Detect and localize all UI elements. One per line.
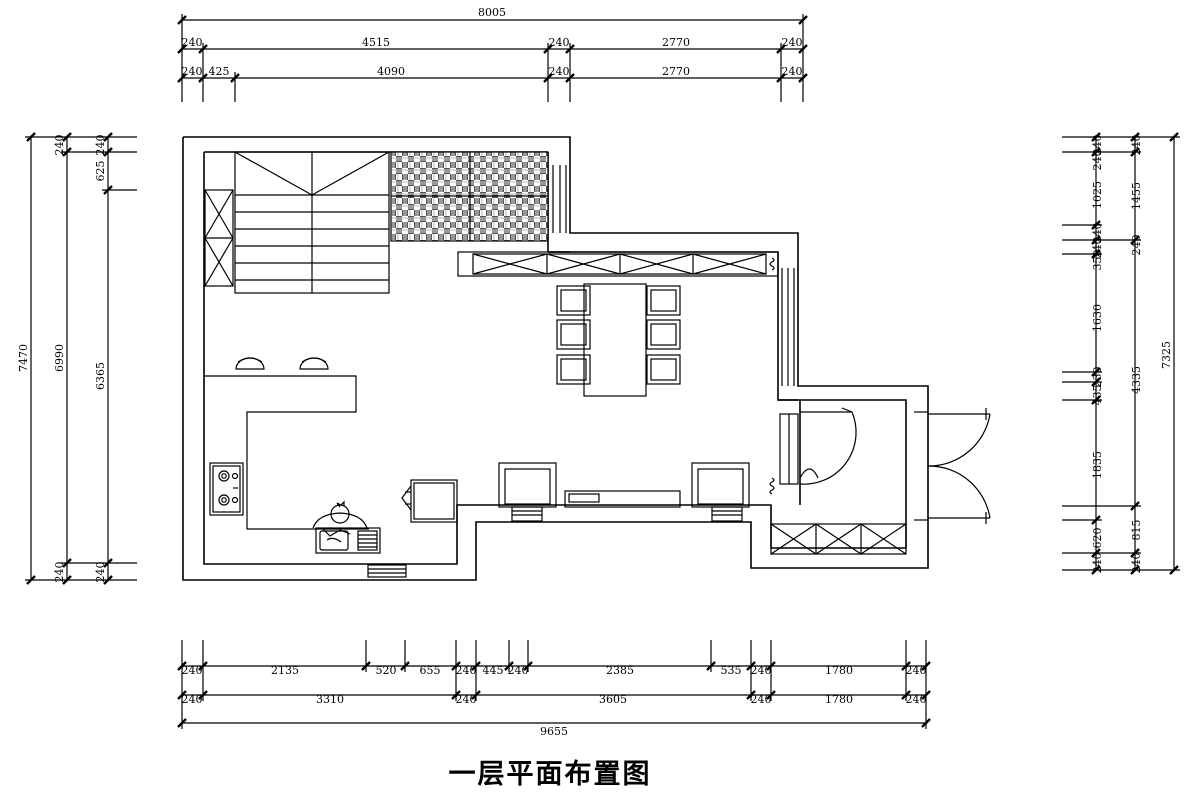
bottom-dimensions: 240 2135 520 655 240 445 240 2385 535 24…: [177, 640, 931, 738]
dim-left-r2: 6365: [94, 362, 107, 390]
dim-right-r2: 240: [1130, 235, 1143, 256]
dim-right-r2: 1455: [1130, 182, 1143, 210]
dim-bottom-r2: 240: [906, 693, 927, 706]
chair: [556, 354, 591, 385]
left-dimensions: 7470 240 6990 240 240 625 6365 240: [17, 132, 137, 585]
dim-bottom-r1: 445: [483, 664, 504, 677]
bar-stool: [299, 357, 329, 370]
dim-top-r2: 4090: [377, 65, 405, 78]
bar-stool: [235, 357, 265, 370]
dim-bottom-r2: 240: [182, 693, 203, 706]
dim-bottom-r1: 240: [508, 664, 529, 677]
dim-top-r2: 240: [782, 65, 803, 78]
armchair-right: [691, 462, 750, 522]
dim-bottom-r2: 3310: [316, 693, 344, 706]
dim-right-r1: 1025: [1091, 181, 1104, 209]
dim-right-r1: 240: [1091, 135, 1104, 156]
dim-bottom-r2: 240: [456, 693, 477, 706]
dim-left-r2: 240: [94, 562, 107, 583]
dim-top-r2: 425: [209, 65, 230, 78]
right-dimensions: 240 240 1025 240 350 240 1630 230 435 18…: [1062, 132, 1180, 575]
kitchen-sink: [315, 527, 381, 554]
dim-right-r1: 230: [1091, 367, 1104, 388]
windows: [367, 165, 795, 578]
dim-bottom-r1: 1780: [825, 664, 853, 677]
stove: [209, 462, 244, 516]
dim-bottom-total: 9655: [540, 725, 568, 738]
dim-right-r1: 1835: [1091, 451, 1104, 479]
dining-chairs: [556, 285, 681, 385]
dim-right-r1: 435: [1091, 385, 1104, 406]
tiled-floor: [390, 151, 549, 242]
dim-bottom-r2: 3605: [599, 693, 627, 706]
walls: [182, 136, 929, 581]
dim-right-r1: 620: [1091, 528, 1104, 549]
dim-right-r2: 4335: [1130, 366, 1143, 394]
dim-bottom-r1: 2385: [606, 664, 634, 677]
dim-bottom-r1: 240: [906, 664, 927, 677]
dim-bottom-r1: 240: [182, 664, 203, 677]
chair: [556, 319, 591, 350]
dim-right-r1: 1630: [1091, 304, 1104, 332]
dim-left-r1: 240: [53, 562, 66, 583]
dim-right-r1: 350: [1091, 250, 1104, 271]
storage-cabinet: [204, 189, 234, 287]
dim-bottom-r1: 240: [456, 664, 477, 677]
dim-right-r2: 815: [1130, 520, 1143, 541]
chair: [646, 285, 681, 316]
tv-cabinet: [564, 490, 681, 508]
dim-top-r1: 240: [549, 36, 570, 49]
window-north: [552, 165, 567, 233]
dim-bottom-r1: 2135: [271, 664, 299, 677]
radiator: [769, 477, 775, 495]
dim-right-r2: 240: [1130, 135, 1143, 156]
dim-bottom-r2: 240: [751, 693, 772, 706]
dim-top-r1: 2770: [662, 36, 690, 49]
dim-top-r2: 240: [182, 65, 203, 78]
dim-top-r1: 240: [782, 36, 803, 49]
dim-left-r1: 240: [53, 135, 66, 156]
dim-right-total: 7325: [1160, 341, 1173, 369]
dim-top-r1: 4515: [362, 36, 390, 49]
chair: [646, 319, 681, 350]
dim-right-r1: 240: [1091, 150, 1104, 171]
dim-left-r1: 6990: [53, 344, 66, 372]
bar-stools: [235, 357, 329, 370]
interior-door: [799, 407, 857, 485]
dim-left-r2: 240: [94, 135, 107, 156]
drawing-title: 一层平面布置图: [448, 759, 652, 790]
dim-right-r1: 240: [1091, 238, 1104, 259]
dim-bottom-r1: 655: [420, 664, 441, 677]
armchair-left: [498, 462, 557, 522]
dim-bottom-r1: 240: [751, 664, 772, 677]
chair: [556, 285, 591, 316]
dim-top-r1: 240: [182, 36, 203, 49]
dim-left-r2: 625: [94, 161, 107, 182]
window-east: [781, 268, 795, 386]
wall-cabinet: [457, 251, 779, 277]
dim-bottom-r2: 1780: [825, 693, 853, 706]
dim-right-r1: 240: [1091, 223, 1104, 244]
dim-left-total: 7470: [17, 344, 30, 372]
dim-right-r2: 240: [1130, 553, 1143, 574]
dim-top-r2: 240: [549, 65, 570, 78]
chair: [646, 354, 681, 385]
top-dimensions: 8005 240 4515 240 2770 240 240 425 4090 …: [177, 6, 808, 102]
dim-right-r1: 240: [1091, 553, 1104, 574]
refrigerator: [401, 479, 458, 523]
person-figure: [312, 500, 368, 543]
dim-top-r2: 2770: [662, 65, 690, 78]
shoe-cabinet: [770, 523, 907, 555]
dim-bottom-r1: 535: [721, 664, 742, 677]
dim-bottom-r1: 520: [376, 664, 397, 677]
entrance-double-door: [914, 408, 991, 524]
staircase: [234, 151, 390, 294]
window-south: [367, 564, 407, 578]
dining-table: [583, 283, 647, 397]
dim-top-total: 8005: [478, 6, 506, 19]
bathroom: [779, 413, 799, 485]
bar-counter: [204, 375, 369, 530]
